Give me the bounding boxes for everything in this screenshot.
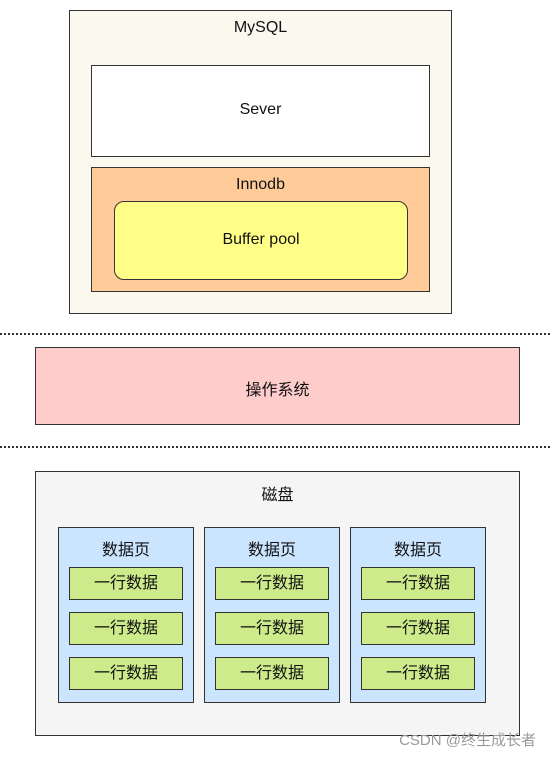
data-row: 一行数据 <box>69 612 183 645</box>
data-page: 数据页 一行数据 一行数据 一行数据 <box>350 527 486 703</box>
server-label: Sever <box>239 101 282 118</box>
data-row: 一行数据 <box>215 567 329 600</box>
data-page-title: 数据页 <box>101 542 150 559</box>
buffer-pool-label: Buffer pool <box>222 231 300 248</box>
data-page: 数据页 一行数据 一行数据 一行数据 <box>58 527 194 703</box>
data-page-title: 数据页 <box>247 542 296 559</box>
data-row: 一行数据 <box>361 567 475 600</box>
buffer-pool-box: Buffer pool <box>114 201 408 280</box>
data-page: 数据页 一行数据 一行数据 一行数据 <box>204 527 340 703</box>
data-row: 一行数据 <box>361 612 475 645</box>
innodb-label: Innodb <box>236 176 285 193</box>
separator-bottom <box>0 446 550 448</box>
data-row: 一行数据 <box>215 657 329 690</box>
watermark: CSDN @终生成长者 <box>399 732 536 749</box>
server-box: Sever <box>91 65 430 157</box>
mysql-label: MySQL <box>233 19 288 36</box>
data-row: 一行数据 <box>361 657 475 690</box>
data-row: 一行数据 <box>69 657 183 690</box>
os-label: 操作系统 <box>245 382 310 399</box>
data-row: 一行数据 <box>215 612 329 645</box>
data-page-title: 数据页 <box>393 542 442 559</box>
data-row: 一行数据 <box>69 567 183 600</box>
disk-label: 磁盘 <box>261 487 294 504</box>
separator-top <box>0 333 550 335</box>
os-box: 操作系统 <box>35 347 520 425</box>
